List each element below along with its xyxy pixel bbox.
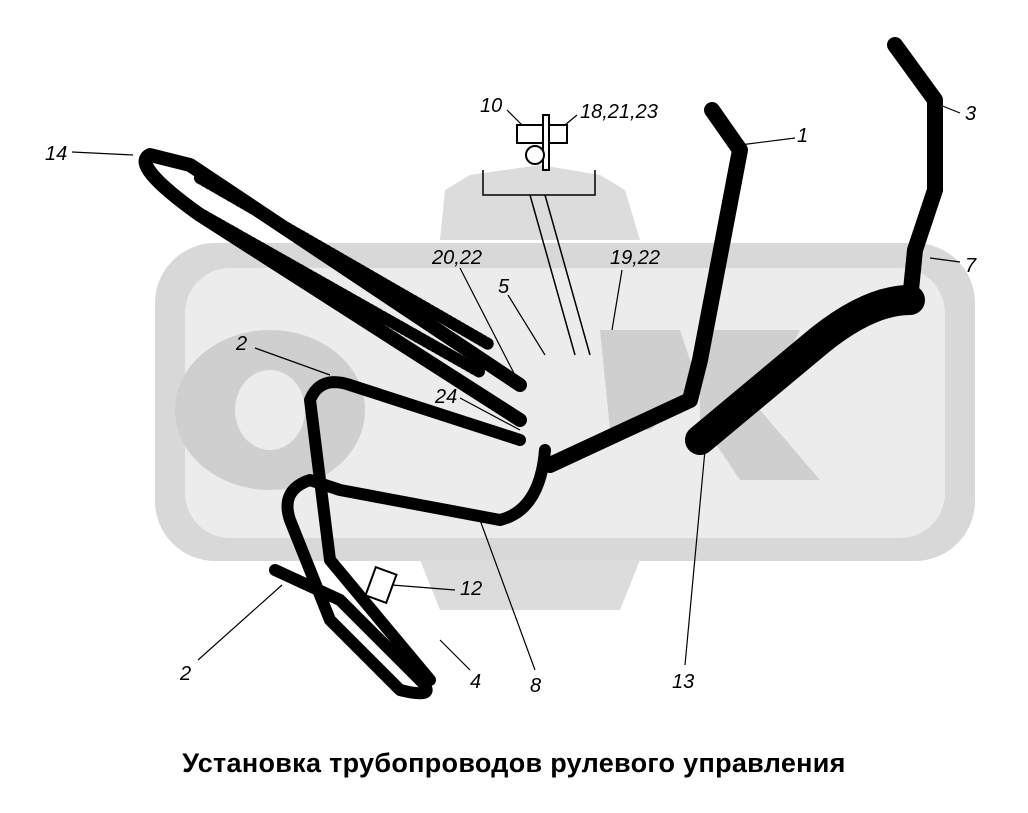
callout-20-22: 20,22 (431, 247, 482, 269)
diagram-title: Установка трубопроводов рулевого управле… (182, 748, 846, 778)
callout-3: 3 (965, 103, 976, 125)
callout-4: 4 (470, 671, 481, 693)
callout-24: 24 (434, 386, 457, 408)
callout-2-upper: 2 (235, 333, 247, 355)
fitting-10 (482, 114, 596, 356)
callout-19-22: 19,22 (610, 247, 660, 269)
leader-lines (71, 104, 961, 671)
callout-10: 10 (480, 95, 502, 117)
pipes-2-4-8 (269, 376, 551, 700)
pipe-3 (887, 37, 943, 308)
callout-14: 14 (45, 143, 67, 165)
hose-14 (138, 148, 527, 427)
callout-18-21-23: 18,21,23 (580, 101, 658, 123)
hose-13 (685, 285, 925, 455)
callout-8: 8 (530, 675, 541, 697)
callout-13: 13 (672, 671, 694, 693)
callout-12: 12 (460, 578, 482, 600)
pipe-1 (542, 102, 748, 473)
callout-5: 5 (498, 276, 510, 298)
callout-2-lower: 2 (179, 663, 191, 685)
callout-7: 7 (965, 255, 977, 277)
callout-1: 1 (797, 125, 808, 147)
